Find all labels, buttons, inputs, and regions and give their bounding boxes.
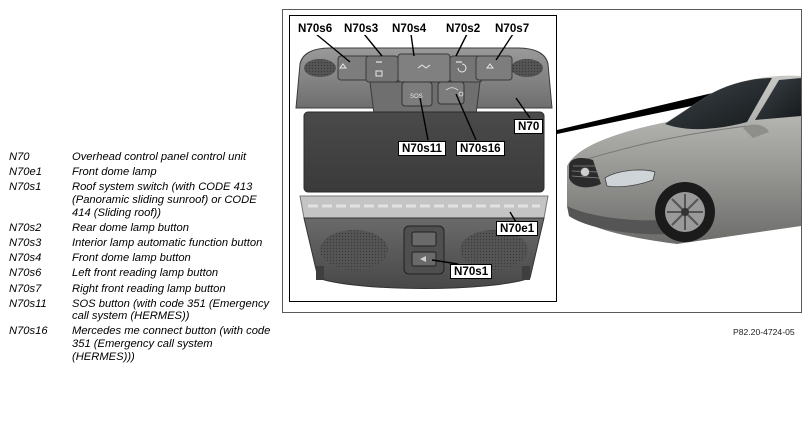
legend-code: N70s11	[9, 297, 47, 310]
legend-desc: Overhead control panel control unit	[72, 151, 247, 163]
callout-n70s6: N70s6	[296, 22, 335, 35]
callout-n70s3: N70s3	[342, 22, 381, 35]
legend-row-n70: N70 Overhead control panel control unit	[9, 151, 271, 164]
legend-row-n70s7: N70s7 Right front reading lamp button	[9, 283, 271, 296]
legend-row-n70s16: N70s16 Mercedes me connect button (with c…	[9, 325, 271, 363]
legend-desc: Interior lamp automatic function button	[72, 236, 263, 249]
legend-code: N70s1	[9, 181, 42, 194]
legend-code: N70e1	[9, 166, 42, 179]
overhead-panel-figure: SOS	[289, 15, 557, 302]
legend-desc: Front dome lamp button	[72, 252, 191, 265]
figure-frame	[282, 9, 802, 313]
legend-code: N70s3	[9, 236, 42, 249]
legend-desc: SOS button (with code 351 (Emergency cal…	[72, 297, 270, 323]
callout-n70s16: N70s16	[456, 141, 505, 156]
legend-desc: Front dome lamp	[72, 166, 157, 179]
legend-row-n70s6: N70s6 Left front reading lamp button	[9, 267, 271, 280]
legend-row-n70s3: N70s3 Interior lamp automatic function bu…	[9, 237, 271, 250]
legend-code: N70s2	[9, 221, 42, 234]
sos-button-text: SOS	[410, 94, 423, 100]
overhead-panel-drawing: SOS	[295, 33, 553, 289]
legend-desc: Rear dome lamp button	[72, 221, 189, 234]
legend-desc: Left front reading lamp button	[72, 267, 219, 280]
legend-code: N70s4	[9, 252, 42, 265]
legend: N70 Overhead control panel control unit N…	[9, 151, 271, 366]
callout-n70s1: N70s1	[450, 264, 493, 279]
legend-desc: Mercedes me connect button (with code 35…	[72, 325, 271, 363]
callout-n70: N70	[514, 119, 544, 134]
legend-row-n70s11: N70s11 SOS button (with code 351 (Emergen…	[9, 298, 271, 323]
legend-row-n70s1: N70s1 Roof system switch (with CODE 413 (…	[9, 181, 271, 219]
callout-n70s4: N70s4	[390, 22, 429, 35]
legend-desc: Right front reading lamp button	[72, 282, 226, 295]
callout-n70s2: N70s2	[444, 22, 483, 35]
car-illustration	[567, 75, 801, 244]
legend-code: N70s16	[9, 325, 48, 338]
location-pointer	[557, 90, 730, 134]
legend-code: N70s6	[9, 267, 42, 280]
legend-row-n70s4: N70s4 Front dome lamp button	[9, 252, 271, 265]
legend-code: N70	[9, 151, 30, 163]
callout-n70s11: N70s11	[398, 141, 446, 156]
callout-n70s7: N70s7	[493, 22, 532, 35]
legend-code: N70s7	[9, 282, 42, 295]
figure-reference-code: P82.20-4724-05	[733, 327, 795, 337]
legend-row-n70s2: N70s2 Rear dome lamp button	[9, 222, 271, 235]
callout-n70e1: N70e1	[496, 221, 539, 236]
legend-desc: Roof system switch (with CODE 413 (Panor…	[72, 181, 257, 219]
legend-row-n70e1: N70e1 Front dome lamp	[9, 166, 271, 179]
